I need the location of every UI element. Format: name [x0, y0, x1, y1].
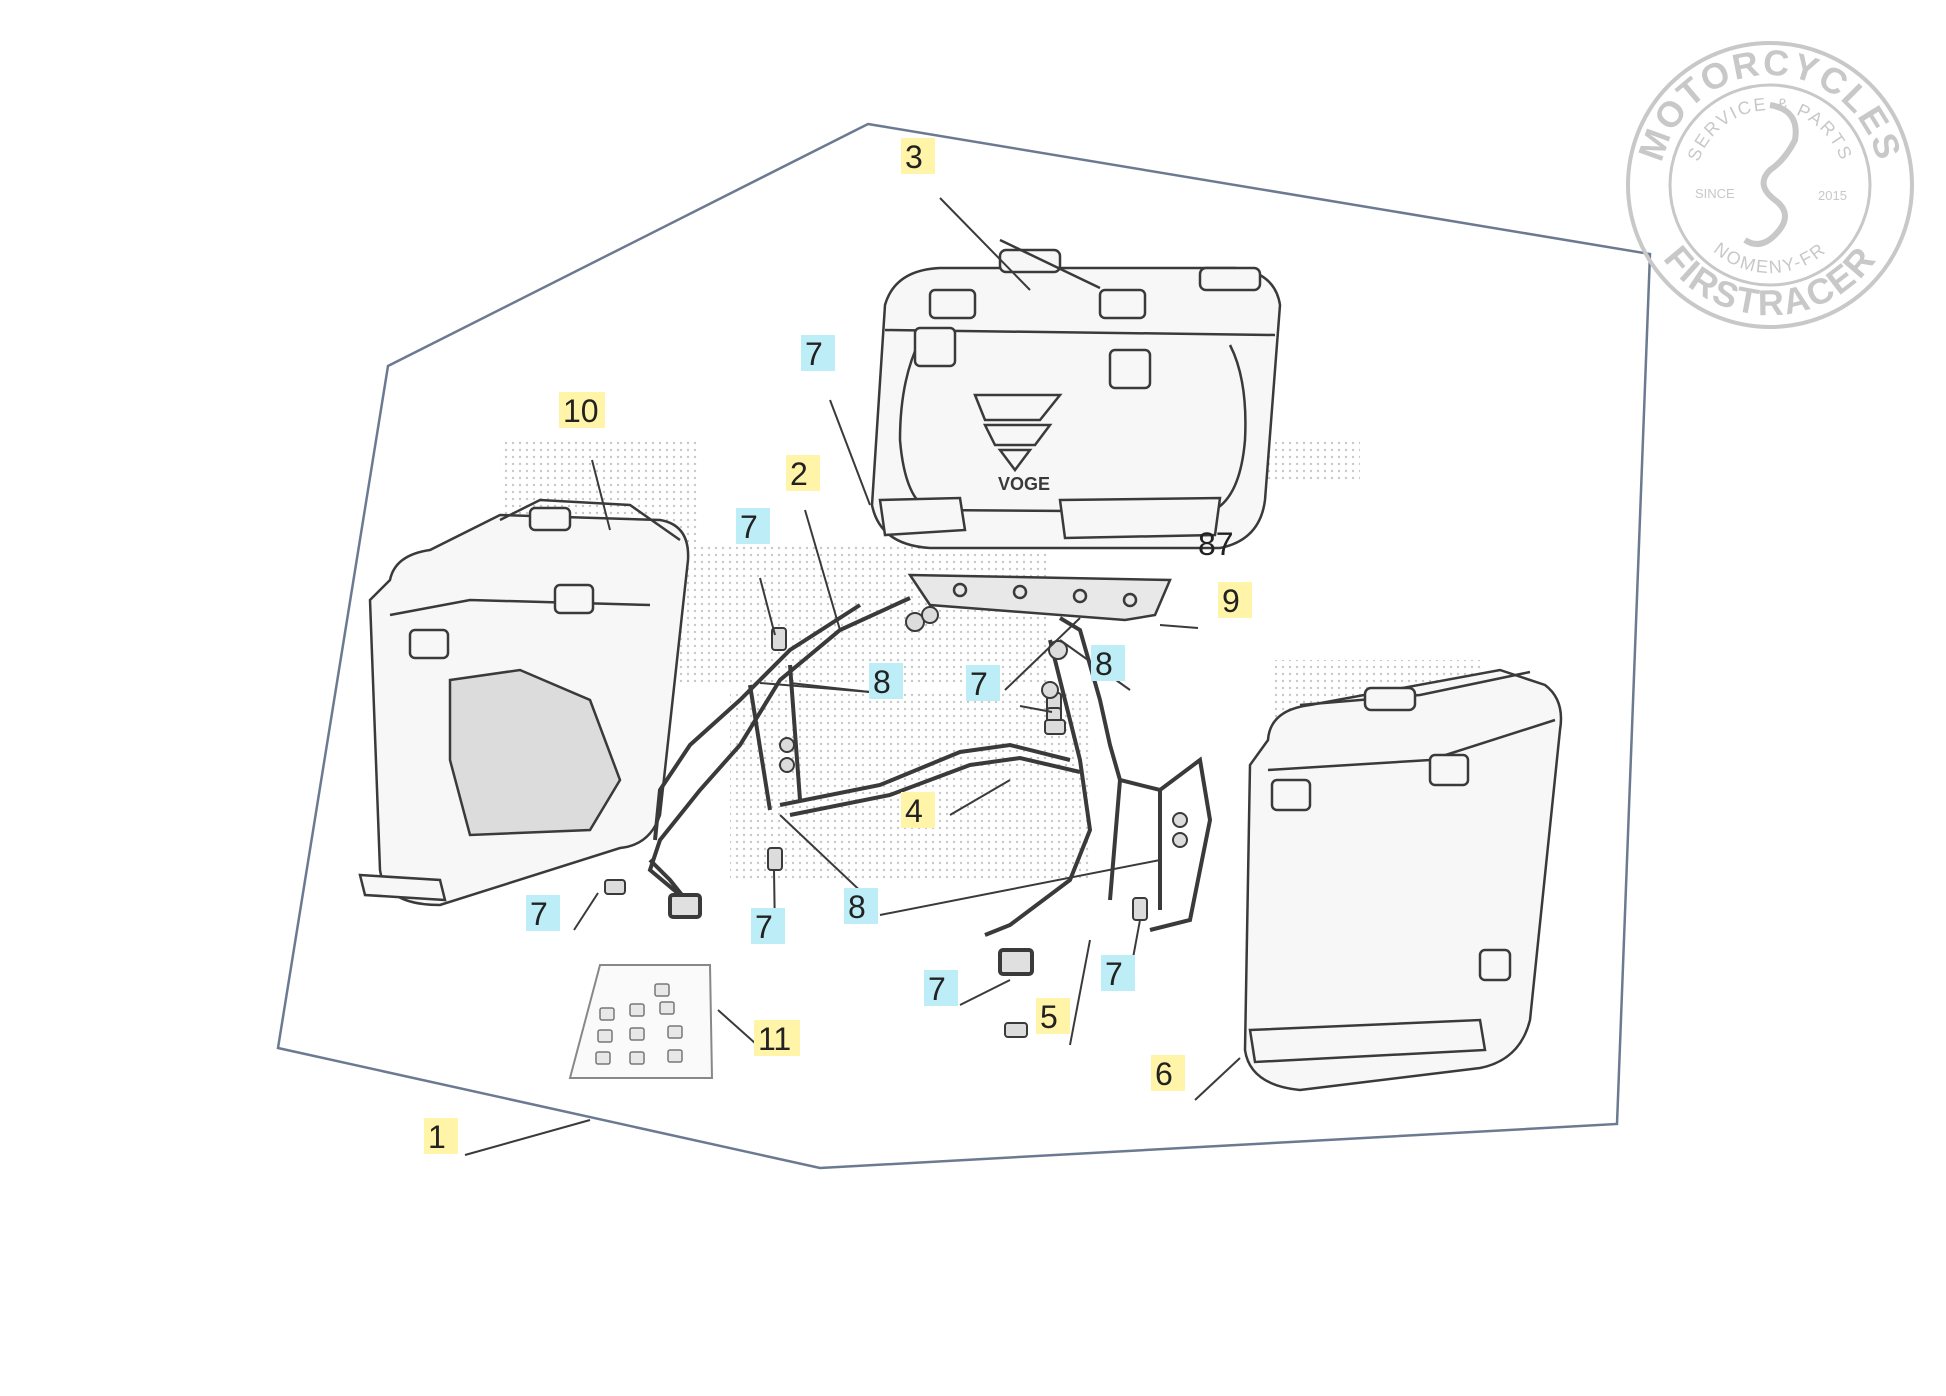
- callout-highlight: [801, 335, 835, 371]
- callout-7: 7: [1101, 955, 1135, 992]
- callout-highlight: [424, 1118, 458, 1154]
- callout-label: 8: [1095, 646, 1113, 682]
- callout-highlight: [526, 895, 560, 931]
- callout-label: 8: [848, 889, 866, 925]
- callout-label: 87: [1198, 526, 1234, 562]
- callout-highlight: [1091, 645, 1125, 681]
- callout-highlight: [751, 908, 785, 944]
- callout-10: 10: [559, 392, 605, 429]
- callout-11: 11: [754, 1020, 800, 1057]
- callout-label: 9: [1222, 583, 1240, 619]
- callout-label: 3: [905, 139, 923, 175]
- lower-cross-frame: [779, 742, 1081, 817]
- callout-label: 11: [758, 1021, 791, 1057]
- right-pannier: [1243, 668, 1563, 1092]
- bolts-and-spacers: [604, 606, 1188, 1038]
- callout-highlight: [966, 665, 1000, 701]
- callout-label: 1: [428, 1119, 446, 1155]
- callout-highlight: [901, 138, 935, 174]
- left-side-frame: [647, 596, 911, 919]
- top-rack-plate: [907, 573, 1172, 622]
- callout-3: 3: [901, 138, 935, 175]
- callout-highlight: [736, 508, 770, 544]
- callouts: 1 2 3 4 5 6 7 7 7 7 7 7 7 8 8 8 87 9 10 11: [424, 138, 1252, 1155]
- right-side-frame: [984, 616, 1213, 976]
- cobra-icon: [1743, 102, 1799, 247]
- callout-label: 7: [530, 896, 548, 932]
- callout-87: 87: [1198, 526, 1234, 562]
- hardware-kit-sheet: [568, 964, 714, 1079]
- svg-text:FIRSTRACER: FIRSTRACER: [1656, 238, 1884, 324]
- callout-label: 10: [563, 393, 599, 429]
- callout-label: 6: [1155, 1056, 1173, 1092]
- callout-label: 8: [873, 664, 891, 700]
- watermark-seal: MOTORCYCLES SERVICE & PARTS SINCE 2015 N…: [1626, 41, 1914, 329]
- callout-highlight: [844, 888, 878, 924]
- callout-9: 9: [1218, 582, 1252, 619]
- callout-8: 8: [844, 888, 878, 925]
- svg-text:NOMENY-FR: NOMENY-FR: [1710, 238, 1830, 277]
- callout-label: 7: [740, 509, 758, 545]
- callout-7: 7: [526, 895, 560, 932]
- callout-highlight: [1151, 1055, 1185, 1091]
- callout-4: 4: [901, 792, 935, 829]
- callout-7: 7: [801, 335, 835, 372]
- box-brand-label: VOGE: [998, 474, 1050, 494]
- callout-label: 7: [970, 666, 988, 702]
- callout-highlight: [754, 1020, 800, 1056]
- callout-label: 2: [790, 456, 808, 492]
- callout-highlight: [1036, 998, 1070, 1034]
- callout-label: 7: [755, 909, 773, 945]
- callout-label: 4: [905, 793, 923, 829]
- callout-highlight: [924, 970, 958, 1006]
- callout-7: 7: [751, 908, 785, 945]
- callout-1: 1: [424, 1118, 458, 1155]
- callout-label: 7: [928, 971, 946, 1007]
- callout-label: 7: [1105, 956, 1123, 992]
- callout-8: 8: [1091, 645, 1125, 682]
- callout-highlight: [786, 455, 820, 491]
- callout-label: 7: [805, 336, 823, 372]
- callout-highlight: [1101, 955, 1135, 991]
- top-case: [870, 238, 1282, 550]
- svg-text:2015: 2015: [1818, 188, 1847, 203]
- callout-7: 7: [966, 665, 1000, 702]
- callout-5: 5: [1036, 998, 1070, 1035]
- svg-text:SINCE: SINCE: [1695, 186, 1735, 201]
- callout-8: 8: [869, 663, 903, 700]
- callout-highlight: [1218, 582, 1252, 618]
- callout-highlight: [869, 663, 903, 699]
- callout-highlight: [559, 392, 605, 428]
- callout-7: 7: [924, 970, 958, 1007]
- callout-7: 7: [736, 508, 770, 545]
- callout-6: 6: [1151, 1055, 1185, 1092]
- callout-label: 5: [1040, 999, 1058, 1035]
- kit-outline: [276, 122, 1652, 1170]
- callout-highlight: [901, 792, 935, 828]
- callout-2: 2: [786, 455, 820, 492]
- left-pannier: [358, 498, 690, 907]
